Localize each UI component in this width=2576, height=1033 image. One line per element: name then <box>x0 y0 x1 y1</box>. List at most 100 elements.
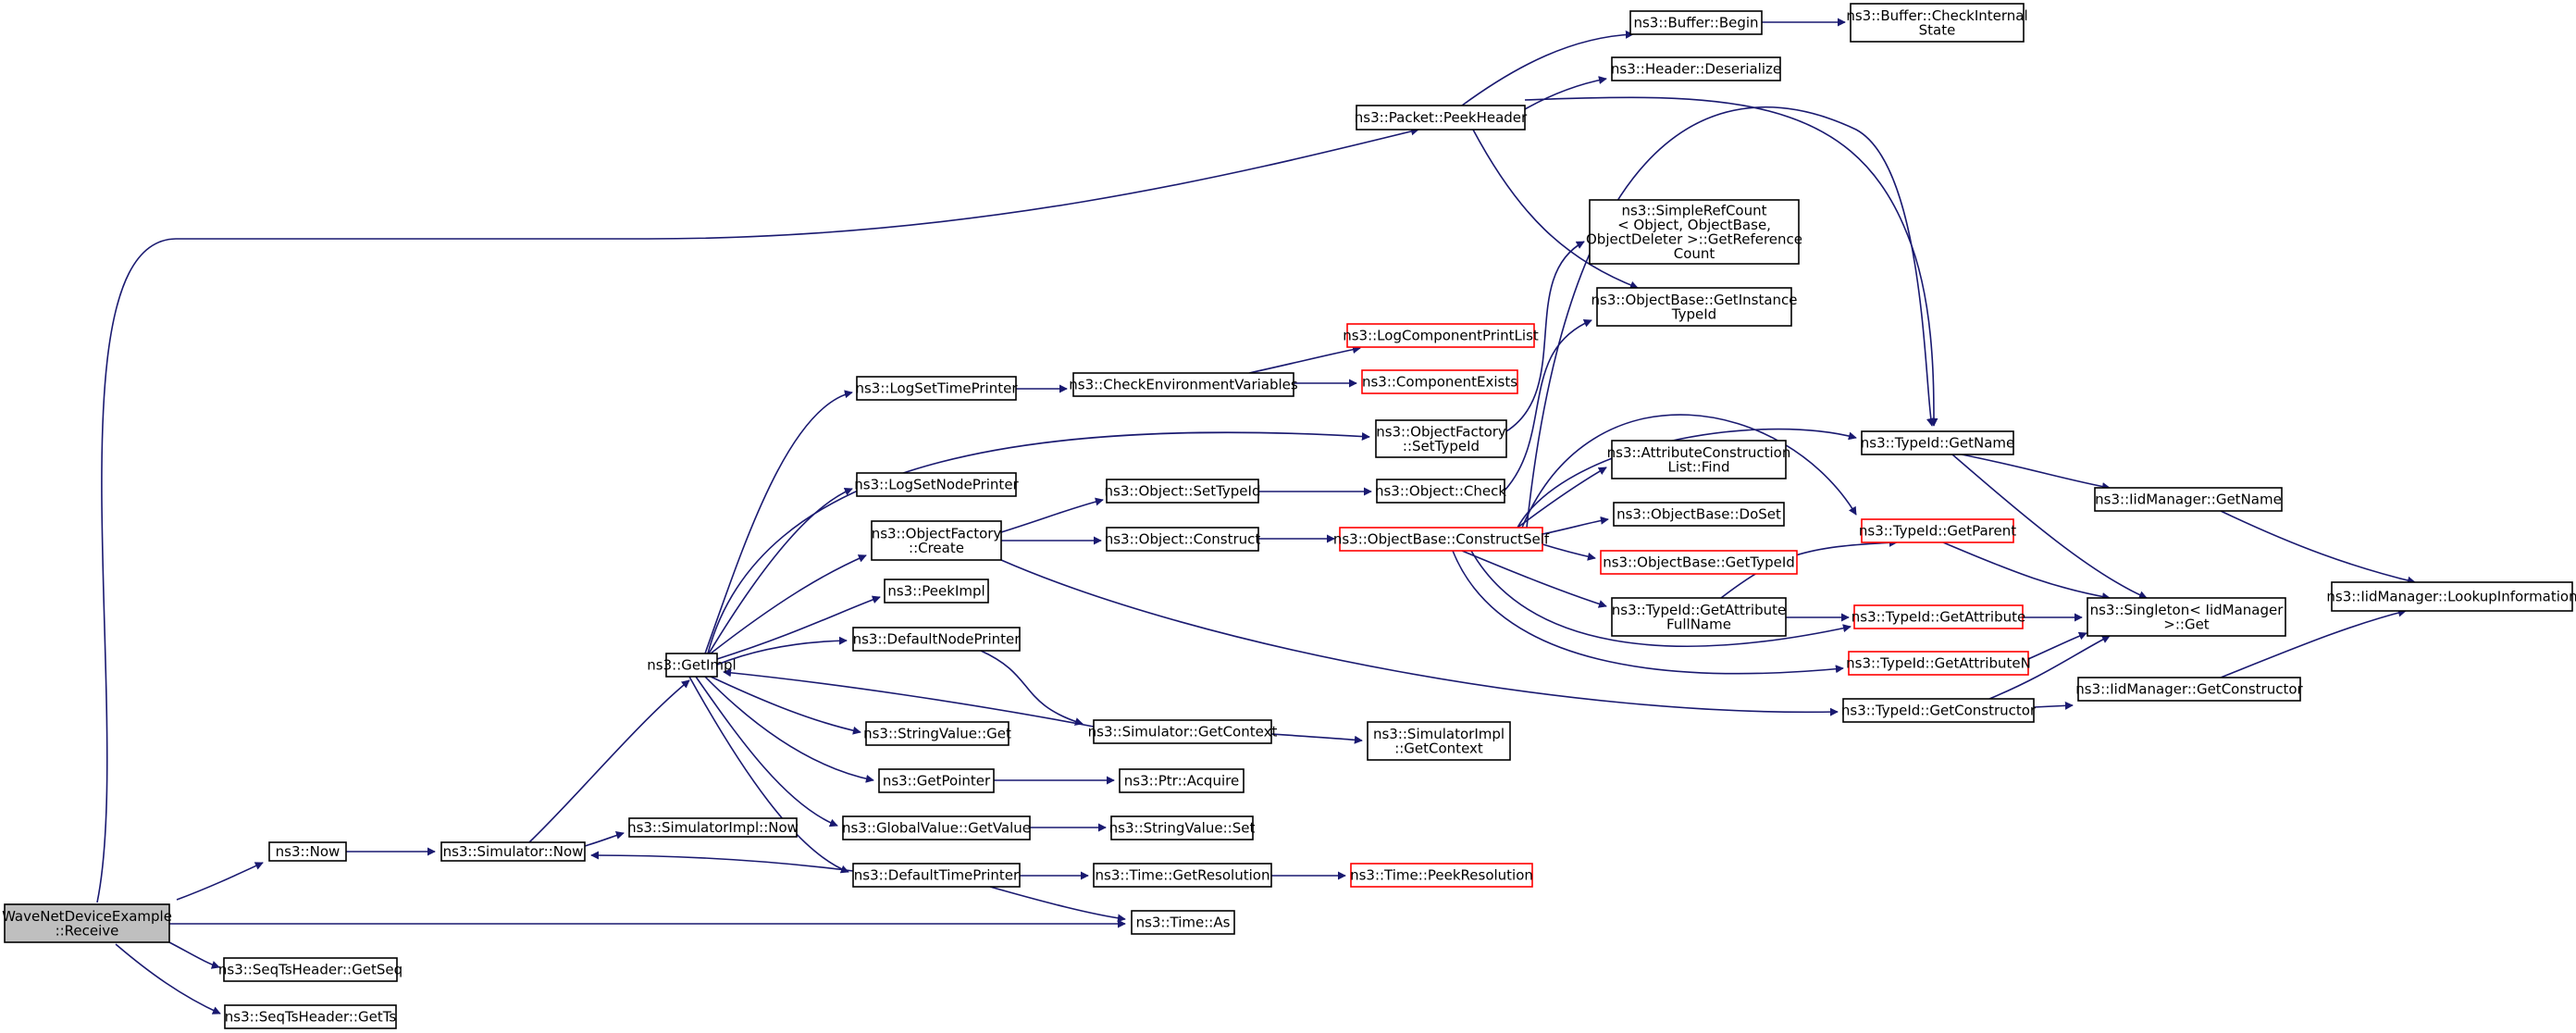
node-box <box>1093 719 1272 744</box>
node-iidgetname[interactable]: ns3::IidManager::GetName <box>2094 487 2283 512</box>
node-typeidgetname[interactable]: ns3::TypeId::GetName <box>1861 430 2014 455</box>
call-edge-getimpl-to-deftimeprinter <box>688 676 849 874</box>
node-label: >::Get <box>2163 616 2210 632</box>
node-label: ns3::SimulatorImpl <box>1373 726 1505 742</box>
node-defnodeprinter[interactable]: ns3::DefaultNodePrinter <box>852 627 1022 652</box>
node-root[interactable]: WaveNetDeviceExample::Receive <box>2 903 172 943</box>
node-label: ns3::ComponentExists <box>1362 374 1517 391</box>
node-label: ns3::ObjectBase::GetInstance <box>1591 292 1798 308</box>
node-getts[interactable]: ns3::SeqTsHeader::GetTs <box>224 1004 397 1029</box>
node-objcheck[interactable]: ns3::Object::Check <box>1375 479 1506 504</box>
node-box <box>1361 369 1518 394</box>
node-box <box>1596 287 1792 327</box>
node-box <box>2331 581 2573 612</box>
node-box <box>1119 768 1245 793</box>
node-box <box>842 815 1031 840</box>
node-compexists[interactable]: ns3::ComponentExists <box>1361 369 1518 394</box>
node-ofsettypeid[interactable]: ns3::ObjectFactory::SetTypeId <box>1375 419 1507 458</box>
call-edge-peekheader-to-bufbegin <box>1461 30 1634 106</box>
node-label: ns3::DefaultNodePrinter <box>853 631 1022 648</box>
node-label: FullName <box>1666 616 1731 632</box>
node-obdoset[interactable]: ns3::ObjectBase::DoSet <box>1613 502 1785 527</box>
node-box <box>1131 910 1235 935</box>
node-peekheader[interactable]: ns3::Packet::PeekHeader <box>1355 105 1528 131</box>
node-label: State <box>1919 21 1956 38</box>
node-iidgetctor[interactable]: ns3::IidManager::GetConstructor <box>2075 677 2304 702</box>
node-box <box>1072 372 1294 397</box>
node-bufbegin[interactable]: ns3::Buffer::Begin <box>1629 10 1763 35</box>
node-timeas[interactable]: ns3::Time::As <box>1131 910 1235 935</box>
node-timepeekres[interactable]: ns3::Time::PeekResolution <box>1350 863 1533 888</box>
call-edge-ofsettypeid-to-simplerefcount <box>1505 241 1585 432</box>
node-constructself[interactable]: ns3::ObjectBase::ConstructSelf <box>1333 527 1550 552</box>
node-simplerefcount[interactable]: ns3::SimpleRefCount< Object, ObjectBase,… <box>1586 199 1802 265</box>
node-iidlookup[interactable]: ns3::IidManager::LookupInformation <box>2326 581 2576 612</box>
node-getseq[interactable]: ns3::SeqTsHeader::GetSeq <box>218 957 402 982</box>
node-label: ObjectDeleter >::GetReference <box>1586 230 1802 247</box>
node-getpointer[interactable]: ns3::GetPointer <box>878 768 995 793</box>
node-hdrdeser[interactable]: ns3::Header::Deserialize <box>1611 56 1781 81</box>
node-box <box>1339 527 1543 552</box>
node-typeidgetattrn[interactable]: ns3::TypeId::GetAttributeN <box>1846 651 2031 676</box>
node-label: ns3::TypeId::GetAttribute <box>1612 602 1786 618</box>
call-edge-simgetctx-to-simimplgetctx <box>1270 733 1363 744</box>
node-logcompprint[interactable]: ns3::LogComponentPrintList <box>1343 323 1539 348</box>
node-box <box>1375 419 1507 458</box>
node-gvgetvalue[interactable]: ns3::GlobalValue::GetValue <box>842 815 1031 840</box>
node-logsetnode[interactable]: ns3::LogSetNodePrinter <box>854 472 1020 497</box>
node-label: ns3::Time::As <box>1136 915 1231 931</box>
node-box <box>1600 550 1798 575</box>
node-label: ::Receive <box>56 922 119 939</box>
node-simimplnow[interactable]: ns3::SimulatorImpl::Now <box>627 817 799 838</box>
node-objsettypeid[interactable]: ns3::Object::SetTypeId <box>1105 479 1261 504</box>
node-simgetctx[interactable]: ns3::Simulator::GetContext <box>1088 719 1278 744</box>
node-label: ns3::TypeId::GetAttributeN <box>1846 655 2031 672</box>
node-singletonget[interactable]: ns3::Singleton< IidManager>::Get <box>2087 597 2286 637</box>
node-stringset[interactable]: ns3::StringValue::Set <box>1109 815 1256 840</box>
node-box <box>852 863 1021 888</box>
call-edge-root-to-now <box>176 862 264 901</box>
node-obgettypeid[interactable]: ns3::ObjectBase::GetTypeId <box>1600 550 1798 575</box>
node-label: ns3::Ptr::Acquire <box>1124 773 1239 790</box>
call-edge-peekheader-to-typeidgetname <box>1524 96 1938 427</box>
node-typeidgetparent[interactable]: ns3::TypeId::GetParent <box>1859 518 2016 543</box>
node-box <box>852 627 1021 652</box>
node-box <box>1850 3 2025 43</box>
node-deftimeprinter[interactable]: ns3::DefaultTimePrinter <box>852 863 1021 888</box>
node-timegetres[interactable]: ns3::Time::GetResolution <box>1093 863 1272 888</box>
node-now[interactable]: ns3::Now <box>268 841 347 862</box>
call-edge-defnodeprinter-to-simgetctx <box>980 650 1084 726</box>
node-label: ns3::Object::Check <box>1375 483 1506 500</box>
node-getimpl[interactable]: ns3::GetImpl <box>647 653 737 678</box>
node-label: ns3::StringValue::Set <box>1109 820 1256 837</box>
node-checkenv[interactable]: ns3::CheckEnvironmentVariables <box>1069 372 1298 397</box>
node-label: ns3::Object::Construct <box>1105 531 1261 548</box>
node-logsettime[interactable]: ns3::LogSetTimePrinter <box>855 376 1018 401</box>
node-ptracquire[interactable]: ns3::Ptr::Acquire <box>1119 768 1245 793</box>
node-typeidgetctor[interactable]: ns3::TypeId::GetConstructor <box>1841 698 2037 723</box>
node-label: ns3::ObjectFactory <box>872 525 1002 541</box>
node-label: ns3::IidManager::GetConstructor <box>2075 681 2303 698</box>
call-edge-constructself-to-attrconstrfind <box>1517 467 1607 529</box>
node-peekimpl[interactable]: ns3::PeekImpl <box>884 579 989 604</box>
node-label: Count <box>1674 245 1715 262</box>
node-objconstruct[interactable]: ns3::Object::Construct <box>1105 527 1261 552</box>
node-ofcreate[interactable]: ns3::ObjectFactory::Create <box>871 520 1002 561</box>
node-typeidgetattr[interactable]: ns3::TypeId::GetAttribute <box>1852 604 2025 629</box>
node-label: < Object, ObjectBase, <box>1617 217 1771 233</box>
node-label: ns3::Packet::PeekHeader <box>1355 109 1528 126</box>
node-simnow[interactable]: ns3::Simulator::Now <box>440 841 586 862</box>
call-edge-typeidgetparent-to-singletonget <box>1942 541 2111 601</box>
call-edge-constructself-to-typeidgetattrn <box>1452 550 1844 675</box>
node-simimplgetctx[interactable]: ns3::SimulatorImpl::GetContext <box>1367 721 1511 761</box>
node-stringget[interactable]: ns3::StringValue::Get <box>863 721 1011 746</box>
node-label: ns3::ObjectBase::GetTypeId <box>1603 554 1795 571</box>
node-box <box>1611 597 1787 637</box>
call-edge-getimpl-to-peekimpl <box>716 595 881 660</box>
call-edge-root-to-getseq <box>168 941 220 969</box>
